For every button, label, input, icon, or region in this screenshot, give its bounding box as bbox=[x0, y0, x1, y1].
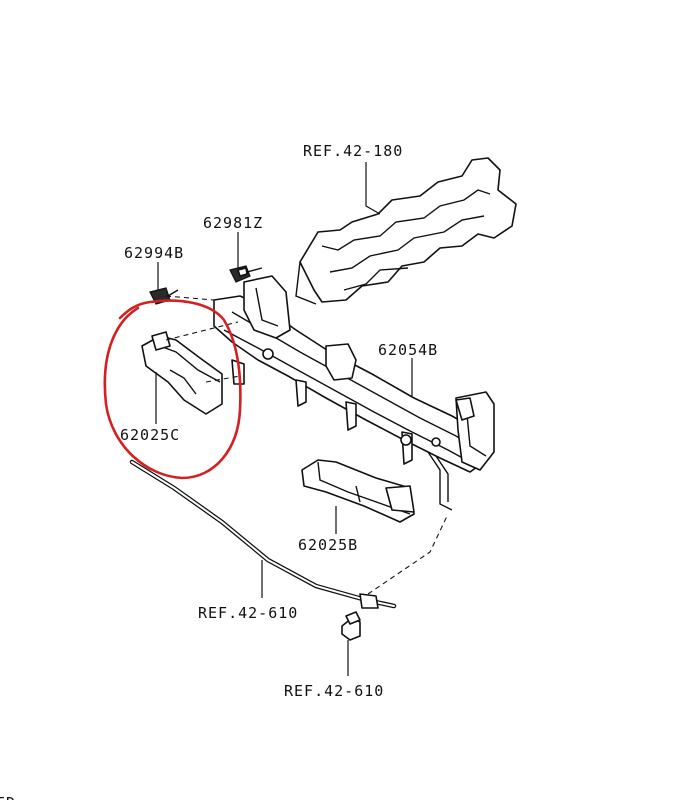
leader-lines bbox=[155, 162, 413, 676]
energy-absorber-62025b bbox=[301, 459, 415, 523]
label-62981z: 62981Z bbox=[203, 214, 263, 232]
bolt-62981z bbox=[229, 265, 263, 283]
wire-connector bbox=[341, 611, 361, 641]
upper-harness bbox=[295, 157, 517, 305]
bumper-wire bbox=[129, 459, 449, 609]
label-edge-fragment: ED bbox=[0, 794, 16, 800]
label-ref-bottom: REF.42-610 bbox=[284, 682, 384, 700]
energy-absorber-62025c bbox=[141, 321, 241, 415]
label-62994b: 62994B bbox=[124, 244, 184, 262]
label-62054b: 62054B bbox=[378, 341, 438, 359]
label-ref-top: REF.42-180 bbox=[303, 142, 403, 160]
label-62025b: 62025B bbox=[298, 536, 358, 554]
highlight-circle bbox=[103, 299, 242, 480]
bumper-reinforcement-beam bbox=[213, 275, 495, 511]
label-ref-wire: REF.42-610 bbox=[198, 604, 298, 622]
label-62025c: 62025C bbox=[120, 426, 180, 444]
